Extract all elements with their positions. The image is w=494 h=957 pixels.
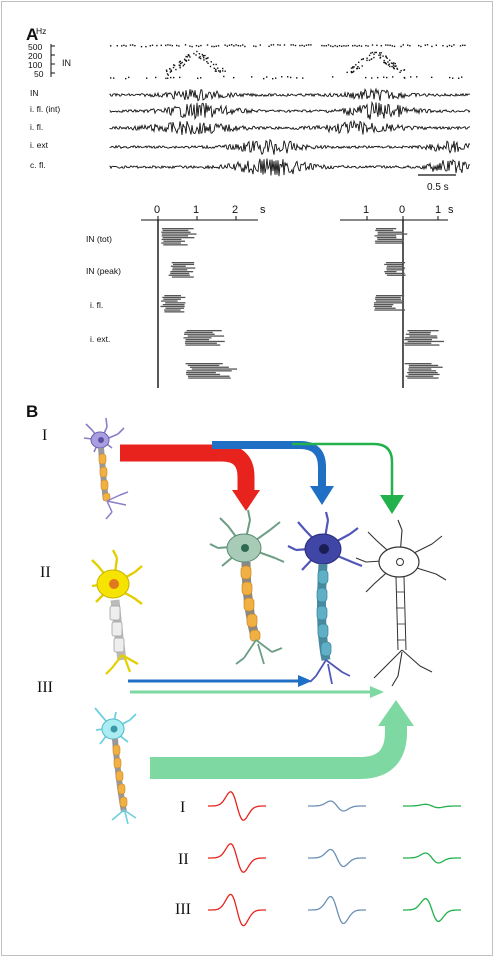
trace-label-ifl: i. fl. bbox=[30, 122, 43, 132]
waveform-row1-col1 bbox=[208, 791, 266, 821]
class-label-1: I bbox=[42, 427, 47, 444]
raster-left-tick-1: 1 bbox=[193, 204, 199, 216]
raster-label-in-peak: IN (peak) bbox=[86, 266, 121, 276]
hz-tick-50: 50 bbox=[34, 69, 44, 79]
neuron-green-target-icon bbox=[209, 509, 285, 665]
arrow-class-3-green bbox=[150, 700, 414, 779]
wave-row-label-3: III bbox=[175, 901, 191, 918]
trace-label-cfl: c. fl. bbox=[30, 160, 46, 170]
neuron-outline-target-icon bbox=[355, 519, 447, 687]
neuron-blue-target-icon bbox=[287, 511, 363, 685]
class-label-3: III bbox=[37, 679, 53, 696]
trace-iext bbox=[109, 138, 471, 156]
arrow-class-2-blue bbox=[128, 675, 312, 687]
raster-label-in-tot: IN (tot) bbox=[86, 234, 112, 244]
raster-right-tick-1a: 1 bbox=[363, 204, 369, 216]
in-rate-label: IN bbox=[62, 58, 71, 68]
instantaneous-rate-plot bbox=[110, 44, 466, 80]
waveform-row1-col2 bbox=[308, 800, 366, 812]
waveform-row1-col3 bbox=[403, 803, 461, 809]
neuron-purple-icon bbox=[83, 417, 129, 520]
trace-label-iext: i. ext bbox=[30, 140, 49, 150]
raster-bars bbox=[160, 228, 445, 379]
raster-left-tick-0: 0 bbox=[154, 204, 160, 216]
waveform-row3-col1 bbox=[208, 893, 266, 927]
wave-row-label-2: II bbox=[178, 851, 189, 868]
trace-label-in: IN bbox=[30, 88, 39, 98]
wave-row-label-1: I bbox=[180, 799, 185, 816]
hz-axis-ticks bbox=[51, 45, 55, 74]
spike-waveforms bbox=[208, 791, 461, 927]
arrow-class-1-red bbox=[120, 444, 260, 511]
raster-left-axis: 0 1 2 s bbox=[141, 204, 266, 388]
panel-a-letter: A bbox=[26, 25, 38, 44]
raster-label-iext: i. ext. bbox=[90, 334, 110, 344]
waveform-row3-col3 bbox=[403, 898, 461, 922]
hz-tick-200: 200 bbox=[28, 51, 42, 61]
trace-ifl bbox=[109, 119, 471, 136]
waveform-row2-col3 bbox=[403, 852, 461, 864]
raster-right-tick-1b: 1 bbox=[435, 204, 441, 216]
hz-tick-100: 100 bbox=[28, 60, 42, 70]
raster-right-tick-0: 0 bbox=[399, 204, 405, 216]
raster-left-tick-2: 2 bbox=[232, 204, 238, 216]
trace-cfl bbox=[109, 158, 471, 177]
raster-left-unit: s bbox=[260, 204, 266, 216]
trace-label-ifl-int: i. fl. (int) bbox=[30, 104, 60, 114]
hz-tick-500: 500 bbox=[28, 42, 42, 52]
hz-unit-label: Hz bbox=[36, 26, 46, 36]
trace-ifl-int bbox=[109, 100, 471, 121]
raster-right-axis: 1 0 1 s bbox=[340, 204, 454, 388]
waveform-row2-col2 bbox=[308, 848, 366, 868]
waveform-row3-col2 bbox=[308, 895, 366, 925]
neural-traces bbox=[109, 87, 471, 177]
arrow-class-1-green bbox=[292, 442, 404, 514]
raster-right-unit: s bbox=[448, 204, 454, 216]
scale-bar-label: 0.5 s bbox=[427, 182, 449, 193]
waveform-row2-col1 bbox=[208, 843, 266, 873]
raster-label-ifl: i. fl. bbox=[90, 300, 103, 310]
class-label-2: II bbox=[40, 564, 51, 581]
neuron-cyan-icon bbox=[94, 707, 137, 825]
arrow-class-2-green bbox=[130, 686, 384, 698]
neuron-yellow-icon bbox=[91, 549, 143, 675]
trace-in bbox=[109, 87, 471, 102]
panel-b-letter: B bbox=[26, 402, 38, 421]
